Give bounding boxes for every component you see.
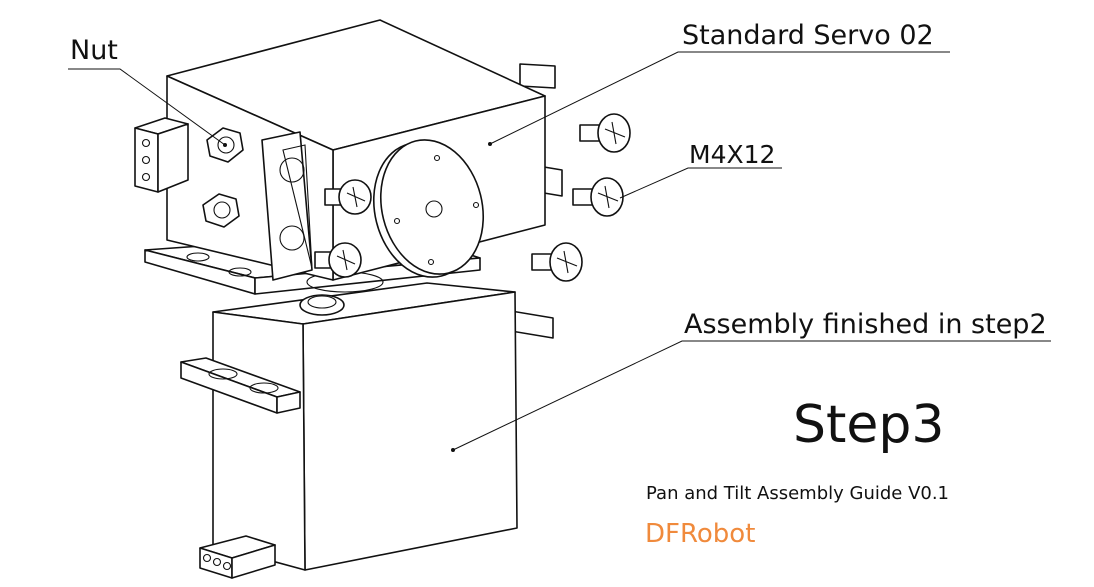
screw-icon xyxy=(531,242,583,282)
nut-callout: Nut xyxy=(70,35,118,66)
assembly-callout: Assembly finished in step2 xyxy=(684,309,1047,340)
screw-icon xyxy=(572,177,624,217)
servo-horn xyxy=(372,139,485,278)
nut-icon xyxy=(202,193,240,228)
screw-icon xyxy=(314,242,362,278)
step-title: Step3 xyxy=(793,395,945,455)
screw-icon xyxy=(324,179,372,215)
screw-callout: M4X12 xyxy=(689,140,776,169)
guide-subtitle: Pan and Tilt Assembly Guide V0.1 xyxy=(646,483,950,504)
leader-lines xyxy=(68,51,1051,452)
screw-icon xyxy=(579,113,631,153)
standard-servo-callout: Standard Servo 02 xyxy=(682,20,934,51)
brand-name: DFRobot xyxy=(645,519,756,549)
lower-servo xyxy=(180,282,554,579)
upper-servo xyxy=(134,19,563,281)
